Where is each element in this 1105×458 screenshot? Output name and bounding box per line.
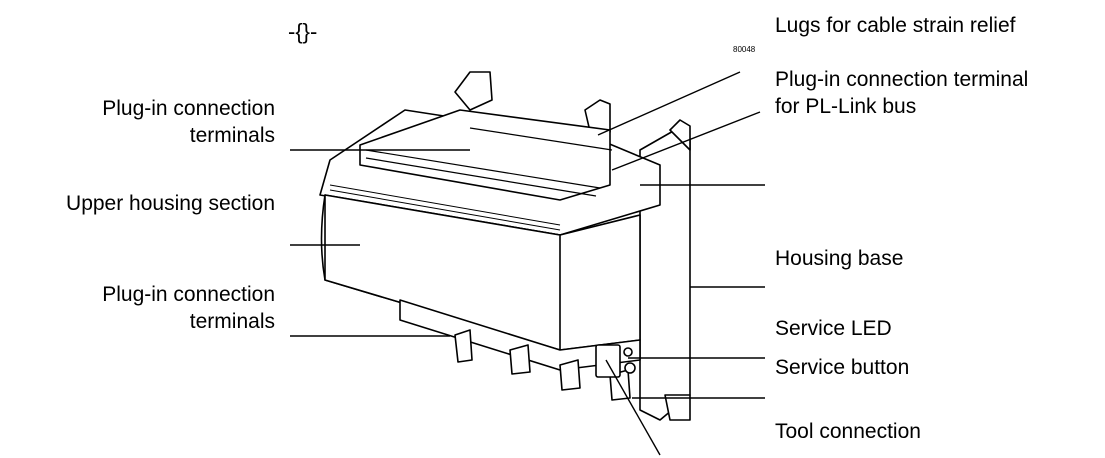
mounting-lug xyxy=(664,394,691,421)
leader-line-lugs xyxy=(597,71,741,136)
service-button-dot xyxy=(624,362,636,374)
top-terminal-contacts xyxy=(365,127,613,197)
label-lugs-strain-relief: Lugs for cable strain relief xyxy=(775,14,1016,37)
leader-line-tool-connection xyxy=(605,359,661,456)
label-upper-housing: Upper housing section xyxy=(66,192,275,215)
figure-id: 80048 xyxy=(733,45,756,54)
label-plugin-terminals-top-line2: terminals xyxy=(189,124,275,147)
label-tool-connection: Tool connection xyxy=(775,420,921,443)
service-led-dot xyxy=(623,347,633,357)
label-plugin-terminals-top-line1: Plug-in connection xyxy=(102,97,275,120)
label-service-led: Service LED xyxy=(775,317,892,340)
label-service-button: Service button xyxy=(775,356,910,379)
label-plugin-terminal-pl-line2: for PL-Link bus xyxy=(775,95,917,118)
upper-housing-ridges xyxy=(329,184,561,231)
header-symbol: -{}- xyxy=(288,19,318,44)
mounting-lug xyxy=(454,71,493,111)
label-plugin-terminal-pl-line1: Plug-in connection terminal xyxy=(775,68,1029,91)
mounting-lug xyxy=(669,119,691,151)
label-plugin-terminals-bottom-line2: terminals xyxy=(189,310,275,333)
mounting-lug xyxy=(454,329,473,363)
label-housing-base: Housing base xyxy=(775,247,904,270)
mounting-lug xyxy=(559,359,581,391)
label-plugin-terminals-bottom-line1: Plug-in connection xyxy=(102,283,275,306)
bottom-terminal-block xyxy=(399,299,641,371)
mounting-lug xyxy=(509,344,531,375)
tool-connection-port xyxy=(595,344,621,378)
leader-line-pl-terminal xyxy=(611,111,761,171)
